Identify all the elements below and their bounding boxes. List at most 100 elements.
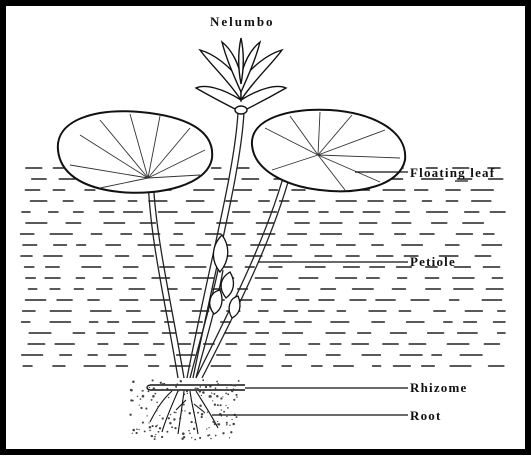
soil-dot [194,439,196,441]
soil-dot [168,397,169,398]
soil-dot [132,381,135,384]
label-rhizome: Rhizome [410,380,468,395]
soil-dot [202,379,204,381]
soil-dot [139,404,140,405]
soil-dot [173,418,175,420]
soil-dot [231,419,232,420]
soil-dot [160,382,162,384]
soil-dot [214,404,216,406]
soil-dot [151,435,153,437]
soil-dot [161,389,162,390]
soil-dot [138,429,139,430]
soil-dot [204,412,206,414]
soil-dot [220,404,222,406]
soil-dot [199,437,201,439]
soil-dot [238,380,240,382]
soil-dot [193,411,195,413]
left-floating-leaf [58,111,212,193]
soil-dot [180,380,182,382]
soil-dot [184,410,185,411]
soil-dot [226,424,228,426]
soil-dot [236,396,237,397]
soil-dot [201,395,202,396]
soil-dot [229,425,230,426]
soil-dot [155,434,156,435]
soil-dot [232,384,234,386]
soil-dot [162,383,164,385]
soil-dot [169,422,171,424]
soil-dot [193,428,195,430]
soil-dot [141,390,142,391]
soil-dot [151,399,153,401]
soil-dot [220,397,222,399]
soil-dot [233,388,235,390]
soil-dot [232,423,235,426]
soil-dot [156,410,158,412]
soil-dot [217,404,219,406]
soil-dot [158,431,160,433]
soil-dot [140,398,142,400]
soil-dot [183,393,185,395]
soil-dot [155,425,157,427]
soil-dot [148,422,149,423]
soil-dot [227,393,229,395]
soil-dot [162,417,164,419]
soil-dot [183,404,185,406]
soil-dot [130,389,132,391]
soil-dot [149,387,150,388]
soil-dot [216,381,218,383]
soil-dot [211,392,212,393]
soil-dot [213,393,215,395]
soil-dot [174,411,176,413]
soil-dot [182,410,183,411]
soil-dot [206,428,207,429]
label-petiole: Petiole [410,254,456,269]
soil-dot [216,395,218,397]
label-floating-leaf: Floating leaf [410,165,495,180]
soil-dot [225,393,227,395]
soil-dot [129,414,131,416]
soil-dot [197,412,199,414]
soil-dot [221,409,222,410]
soil-dot [166,431,168,433]
soil-dot [236,416,238,418]
soil-dot [175,386,177,388]
soil-dot [174,427,176,429]
soil-dot [202,391,205,394]
soil-dot [196,388,198,390]
soil-dot [226,416,227,417]
soil-dot [159,415,160,416]
soil-dot [171,426,173,428]
soil-dot [189,433,191,435]
soil-dot [194,421,196,423]
diagram-title: Nelumbo [210,14,275,29]
soil-dot [186,390,188,392]
soil-dot [157,406,158,407]
soil-dot [212,400,213,401]
soil-dot [136,432,138,434]
soil-dot [230,431,232,433]
soil-dot [226,387,227,388]
soil-dot [226,422,228,424]
soil-dot [199,405,201,407]
soil-dot [147,390,149,392]
soil-dot [149,430,151,432]
soil-dot [166,388,168,390]
soil-dot [222,396,223,397]
soil-dot [201,413,204,416]
soil-dot [213,421,215,423]
soil-dot [201,416,203,418]
soil-dot [235,394,237,396]
soil-dot [187,393,188,394]
soil-dot [191,437,192,438]
soil-dot [183,436,185,438]
soil-dot [152,425,154,427]
soil-dot [217,383,219,385]
soil-dot [207,412,208,413]
soil-dot [199,390,202,393]
label-root: Root [410,408,442,423]
soil-dot [205,386,207,388]
soil-dot [188,430,190,432]
soil-dot [223,411,225,413]
